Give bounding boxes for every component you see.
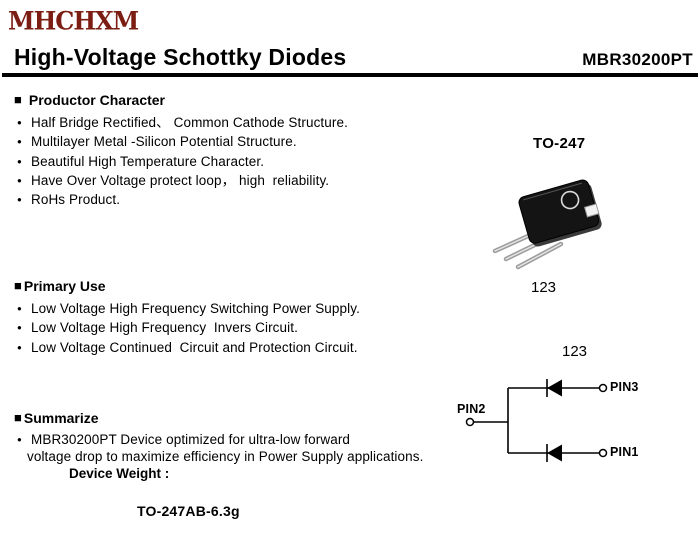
pin2-terminal <box>465 417 475 427</box>
diode-symbol-bottom <box>547 444 562 462</box>
edge-notch <box>584 203 600 218</box>
pin2-label: PIN2 <box>457 402 486 416</box>
device-weight-value: TO-247AB-6.3g <box>137 503 240 519</box>
section-heading: ■ Summarize <box>14 410 454 426</box>
package-pin-numbers: 123 <box>531 279 557 296</box>
part-number: MBR30200PT <box>582 50 693 69</box>
section-heading: ■ Primary Use <box>14 278 454 294</box>
dual-diode-schematic: PIN2 PIN3 PIN1 <box>445 368 697 470</box>
package-name: TO-247 <box>533 135 586 152</box>
to247-package-drawing <box>492 179 602 270</box>
list-item: Beautiful High Temperature Character. <box>14 152 454 172</box>
page-title: High-Voltage Schottky Diodes <box>14 44 347 70</box>
square-bullet-icon: ■ <box>14 92 22 107</box>
schematic-drawing <box>465 379 608 462</box>
pin3-label: PIN3 <box>610 380 639 394</box>
pin1-terminal <box>598 448 608 458</box>
pin3-terminal <box>598 383 608 393</box>
list-item: Half Bridge Rectified、 Common Cathode St… <box>14 113 454 133</box>
brand-logo: MHCHXM <box>8 5 139 36</box>
list-item: Low Voltage High Frequency Invers Circui… <box>14 318 454 338</box>
list-item: Multilayer Metal -Silicon Potential Stru… <box>14 132 454 152</box>
section-productor-character: ■ Productor Character Half Bridge Rectif… <box>14 92 454 210</box>
use-list: Low Voltage High Frequency Switching Pow… <box>14 299 454 357</box>
to247-package-illustration <box>483 174 608 276</box>
section-heading-label: Summarize <box>23 410 99 426</box>
pin1-label: PIN1 <box>610 445 639 459</box>
list-item: Low Voltage Continued Circuit and Protec… <box>14 338 454 358</box>
summary-list: MBR30200PT Device optimized for ultra-lo… <box>14 432 454 465</box>
list-item: MBR30200PT Device optimized for ultra-lo… <box>14 432 454 449</box>
device-weight-label: Device Weight : <box>69 466 170 481</box>
section-heading: ■ Productor Character <box>14 92 454 108</box>
list-item: Have Over Voltage protect loop， high rel… <box>14 171 454 191</box>
square-bullet-icon: ■ <box>14 410 22 425</box>
package-body <box>518 179 602 247</box>
section-heading-label: Productor Character <box>28 92 166 108</box>
section-primary-use: ■ Primary Use Low Voltage High Frequency… <box>14 278 454 357</box>
feature-list: Half Bridge Rectified、 Common Cathode St… <box>14 113 454 210</box>
title-divider <box>2 73 698 77</box>
list-item: Low Voltage High Frequency Switching Pow… <box>14 299 454 319</box>
section-summarize: ■ Summarize MBR30200PT Device optimized … <box>14 410 454 465</box>
square-bullet-icon: ■ <box>14 278 22 293</box>
diode-symbol-top <box>547 379 562 397</box>
list-item-continuation: voltage drop to maximize efficiency in P… <box>27 448 424 464</box>
section-heading-label: Primary Use <box>23 278 106 294</box>
list-item: RoHs Product. <box>14 190 454 210</box>
schematic-pin-numbers: 123 <box>562 343 588 360</box>
mounting-hole <box>560 190 580 210</box>
